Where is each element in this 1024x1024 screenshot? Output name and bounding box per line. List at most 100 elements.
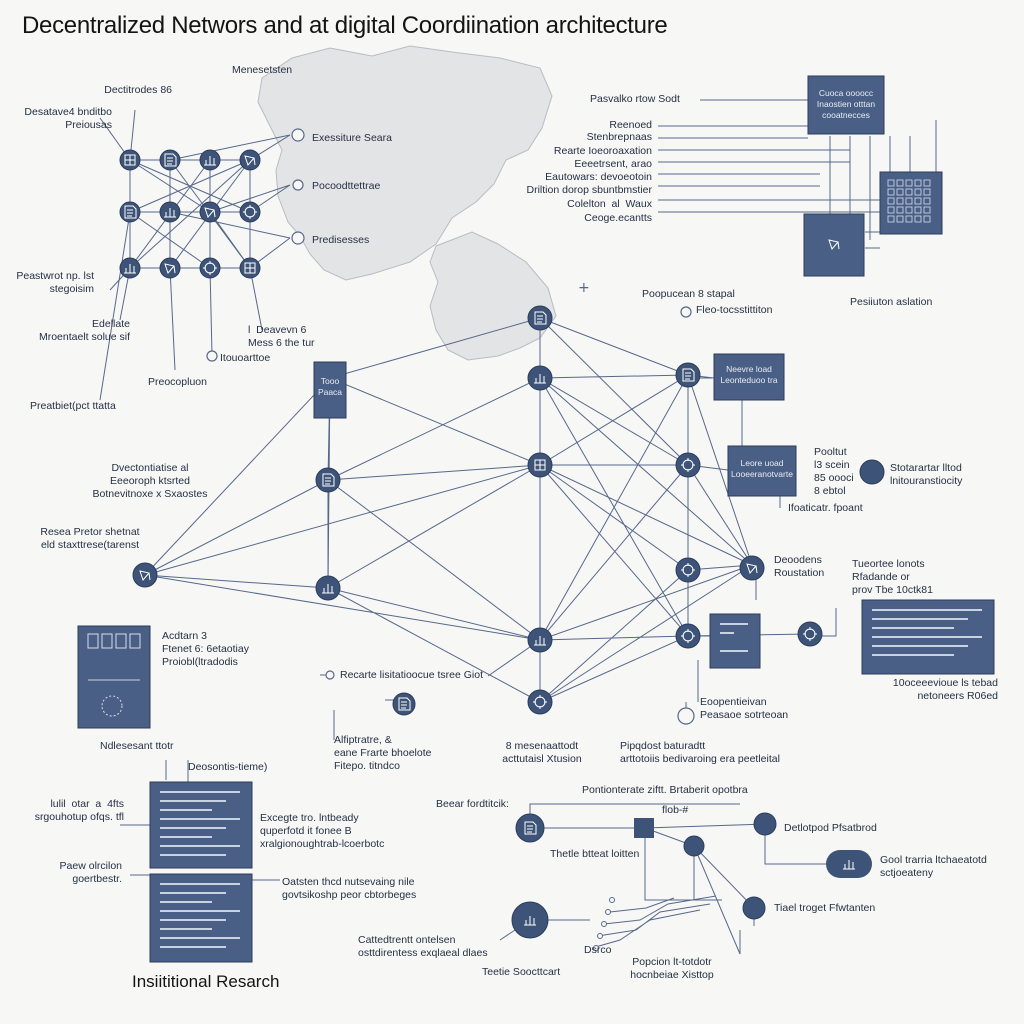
left-panel-cell-2: [115, 633, 127, 649]
grid-node-1-2: [199, 201, 221, 223]
label-tr-9: Ceoge.ecantts: [584, 212, 652, 224]
tr-box-2-cell-1-2: [896, 197, 904, 205]
box-a: [313, 361, 347, 419]
label-left-3: l Deavevn 6 Mess 6 the tur: [248, 324, 315, 349]
label-br-5: Thetle btteat loitten: [550, 848, 640, 860]
gear-icon: [681, 458, 695, 472]
box-c-text-line-0: Leore uoad: [740, 458, 783, 468]
tr-box-2-cell-1-0: [896, 179, 904, 187]
label-bl-7: Cattedtrentt ontelsen osttdirentess exql…: [358, 934, 488, 959]
left-panel-cell-0: [87, 633, 99, 649]
label-br-10: Teetie Soocttcart: [482, 966, 561, 978]
label-right-6: 10oceeevioue ls tebad netoneers R06ed: [892, 677, 998, 702]
document-icon: [534, 311, 547, 325]
main-node-12: [675, 623, 701, 649]
label-left-4: Itouoarttoe: [220, 352, 271, 364]
label-br-6: Gool trarria ltchaeatotd sctjoeateny: [880, 854, 987, 879]
label-left-6: Preatbiet(pct ttatta: [30, 400, 116, 412]
tr-box-2-cell-3-4: [914, 215, 922, 223]
label-top-left-1: Dectitrodes 86: [104, 84, 172, 96]
tr-box-1-text-line-1: Inaostien otttan: [817, 99, 875, 109]
network-node-icon: [244, 262, 256, 274]
tr-box-2-cell-2-0: [905, 179, 913, 187]
footer-label: Insiititional Resarch: [132, 972, 280, 991]
label-bl-5: Paew olrcilon goertbestr.: [59, 860, 122, 885]
chart-icon: [204, 156, 216, 166]
label-center-2: Fleo-tocsstittiton: [696, 304, 773, 316]
main-node-13: [739, 555, 765, 581]
tr-box-2-cell-0-1: [887, 188, 895, 196]
label-bl-1: Ndlesesant ttotr: [100, 740, 174, 752]
tr-box-2-cell-3-2: [914, 197, 922, 205]
diagram-title: Decentralized Networs and at digital Coo…: [22, 12, 668, 39]
map-region-south: [429, 231, 557, 361]
left-panel-cell-1: [101, 633, 113, 649]
label-left-box-1: Acdtarn 3 Ftenet 6: 6etaotiay Proiobl(lt…: [162, 630, 249, 668]
tr-box-2-cell-2-2: [905, 197, 913, 205]
tr-box-2-cell-0-4: [887, 215, 895, 223]
label-right-5: Tueortee lonots Rfadande or prov Tbe 10c…: [852, 558, 933, 596]
label-top-map: Menesetsten: [232, 64, 293, 76]
label-tr-1: Pasvalko rtow Sodt: [590, 93, 680, 105]
top-left-network: [99, 109, 291, 401]
label-map-3: Predisesses: [312, 234, 370, 246]
network-node-icon: [124, 154, 136, 166]
label-right-3: Ifoaticatr. fpoant: [788, 502, 863, 514]
grid-node-0-3: [239, 149, 261, 171]
label-tr-8: Colelton al Waux: [567, 198, 652, 210]
main-node-14: [797, 621, 823, 647]
tr-box-2-cell-4-2: [923, 197, 931, 205]
chart-icon: [534, 636, 546, 646]
label-bl-4: Excegte tro. lntbeady quperfotd it fonee…: [260, 812, 385, 850]
box-c-text-line-1: Looeeranotvarte: [731, 469, 793, 479]
gear-icon: [681, 629, 695, 643]
graph-icon: [204, 207, 216, 218]
tr-box-1-text-line-0: Cuoca oooocc: [819, 88, 874, 98]
box-c: [727, 445, 797, 497]
gear-icon: [243, 205, 257, 219]
main-node-15: [859, 459, 885, 485]
gear-icon: [803, 627, 817, 641]
label-br-1: Pontionterate ziftt. Brtaberit opotbra: [582, 784, 748, 796]
tr-box-2-cell-3-1: [914, 188, 922, 196]
tr-box-2-cell-0-0: [887, 179, 895, 187]
left-panel-cell-3: [129, 633, 141, 649]
br-wire-end-2: [601, 921, 607, 927]
br-node-5: [742, 896, 766, 920]
map-marker-1: [291, 128, 305, 142]
gear-icon: [203, 261, 217, 275]
chart-icon: [164, 208, 176, 218]
chart-icon: [534, 374, 546, 384]
tr-box-1-text-line-2: cooatnecces: [822, 110, 870, 120]
label-right-2: Stotarartar lltod lnitouranstiocity: [890, 462, 963, 487]
bl-box-1: [149, 781, 253, 869]
label-tr-10: Pesiiuton aslation: [850, 296, 933, 308]
label-bottom-2: 8 mesenaattodt acttutaisl Xtusion: [502, 740, 582, 765]
marker-left-4: [206, 350, 218, 362]
tr-box-2-cell-0-2: [887, 197, 895, 205]
main-node-16: [392, 692, 416, 716]
chart-icon: [524, 916, 536, 926]
grid-node-1-0: [119, 201, 141, 223]
marker-center-low: [325, 670, 335, 680]
tr-box-2-cell-2-1: [905, 188, 913, 196]
main-node-3: [132, 562, 158, 588]
document-icon: [322, 473, 335, 487]
gear-icon: [533, 695, 547, 709]
grid-node-0-1: [159, 149, 181, 171]
label-br-8: Dsrco: [584, 944, 612, 956]
label-tr-6: Eautowars: devoeotoin: [545, 171, 652, 183]
label-left-1: Peastwrot np. lst stegoisim: [16, 270, 94, 295]
label-center-low: Recarte lisitatioocue tsree Giot: [340, 669, 483, 681]
br-wire-end-3: [605, 909, 611, 915]
box-b-text-line-0: Neevre load: [726, 364, 772, 374]
map-marker-2: [292, 179, 304, 191]
label-left-2: Edellate Mroentaelt solue sif: [38, 318, 130, 343]
graph-icon: [139, 570, 151, 581]
tr-box-2-cell-2-4: [905, 215, 913, 223]
br-node-4: [753, 812, 777, 836]
br-node-3: [683, 835, 705, 857]
box-a-text-line-1: Paaca: [318, 387, 342, 397]
tr-box-2-cell-4-1: [923, 188, 931, 196]
